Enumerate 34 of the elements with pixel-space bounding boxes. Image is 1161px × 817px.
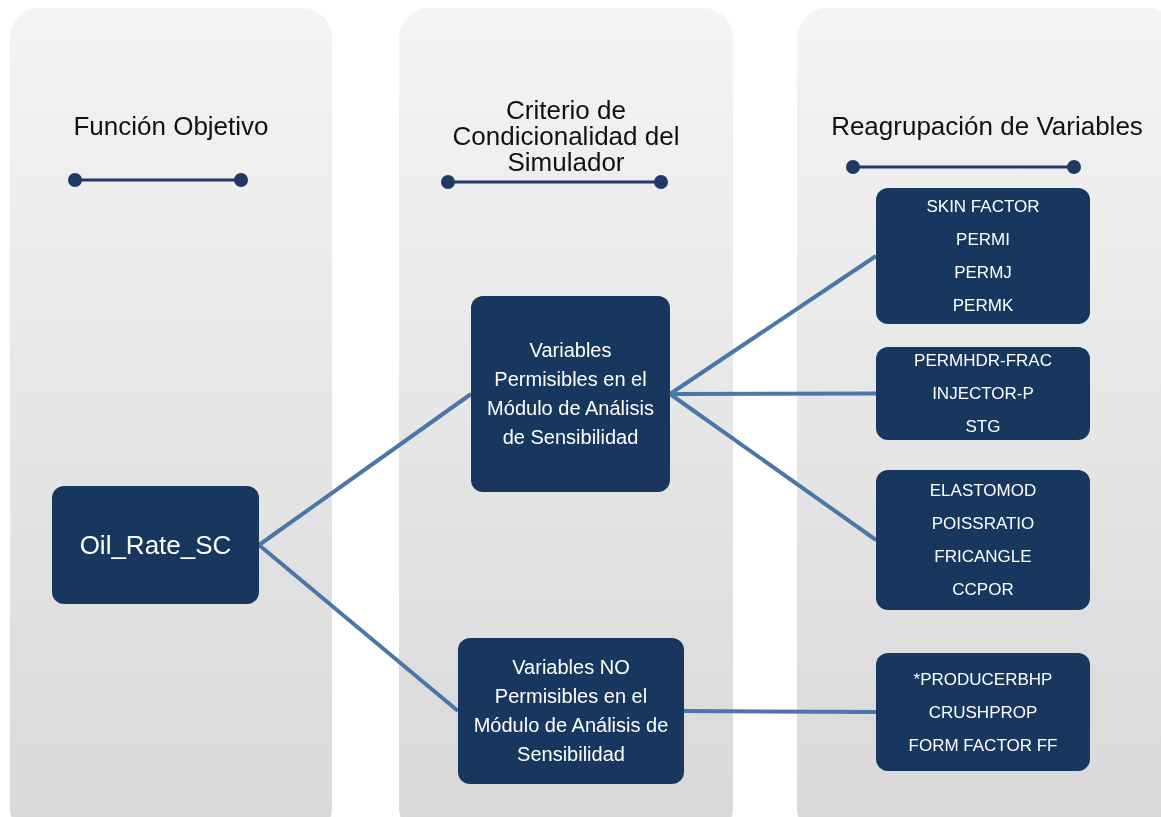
variable-box xyxy=(876,188,1090,324)
column-panel xyxy=(797,8,1161,817)
variable-box xyxy=(876,470,1090,610)
column-panel xyxy=(10,8,332,817)
variable-box xyxy=(876,653,1090,771)
box-label: ELASTOMOD xyxy=(928,480,1038,502)
variable-box xyxy=(458,638,684,784)
column-heading: Reagrupación de Variables xyxy=(830,113,1144,139)
box-label: INJECTOR-P xyxy=(931,383,1035,405)
box-label: POISSRATIO xyxy=(930,513,1036,535)
box-label: Variables NO Permisibles en el Módulo de Análisis de Sensibilidad xyxy=(472,655,670,767)
box-label: PERMHDR-FRAC xyxy=(913,350,1053,372)
variable-box xyxy=(52,486,259,604)
column-panel xyxy=(399,8,733,817)
box-label: Oil_Rate_SC xyxy=(78,528,233,562)
box-label: FRICANGLE xyxy=(933,546,1033,568)
connector-line xyxy=(257,392,473,547)
box-label: FORM FACTOR FF xyxy=(907,734,1059,757)
box-label: CCPOR xyxy=(951,579,1015,601)
box-label: *PRODUCERBHP xyxy=(912,668,1054,691)
box-label: PERMJ xyxy=(953,262,1013,284)
box-label: Variables Permisibles en el Módulo de Análisis de Sensibilidad xyxy=(486,338,655,450)
box-label: PERMK xyxy=(951,295,1015,317)
connector-line xyxy=(684,709,876,714)
box-label: STG xyxy=(964,416,1002,438)
box-label: CRUSHPROP xyxy=(927,701,1039,724)
box-label: SKIN FACTOR xyxy=(925,196,1041,218)
column-heading: Criterio de Condicionalidad del Simulador xyxy=(451,97,681,175)
variable-box xyxy=(876,347,1090,440)
box-label: PERMI xyxy=(955,229,1011,251)
connector-line xyxy=(257,543,460,713)
column-heading: Función Objetivo xyxy=(72,113,270,139)
connector-line xyxy=(670,391,876,396)
variable-box xyxy=(471,296,670,492)
